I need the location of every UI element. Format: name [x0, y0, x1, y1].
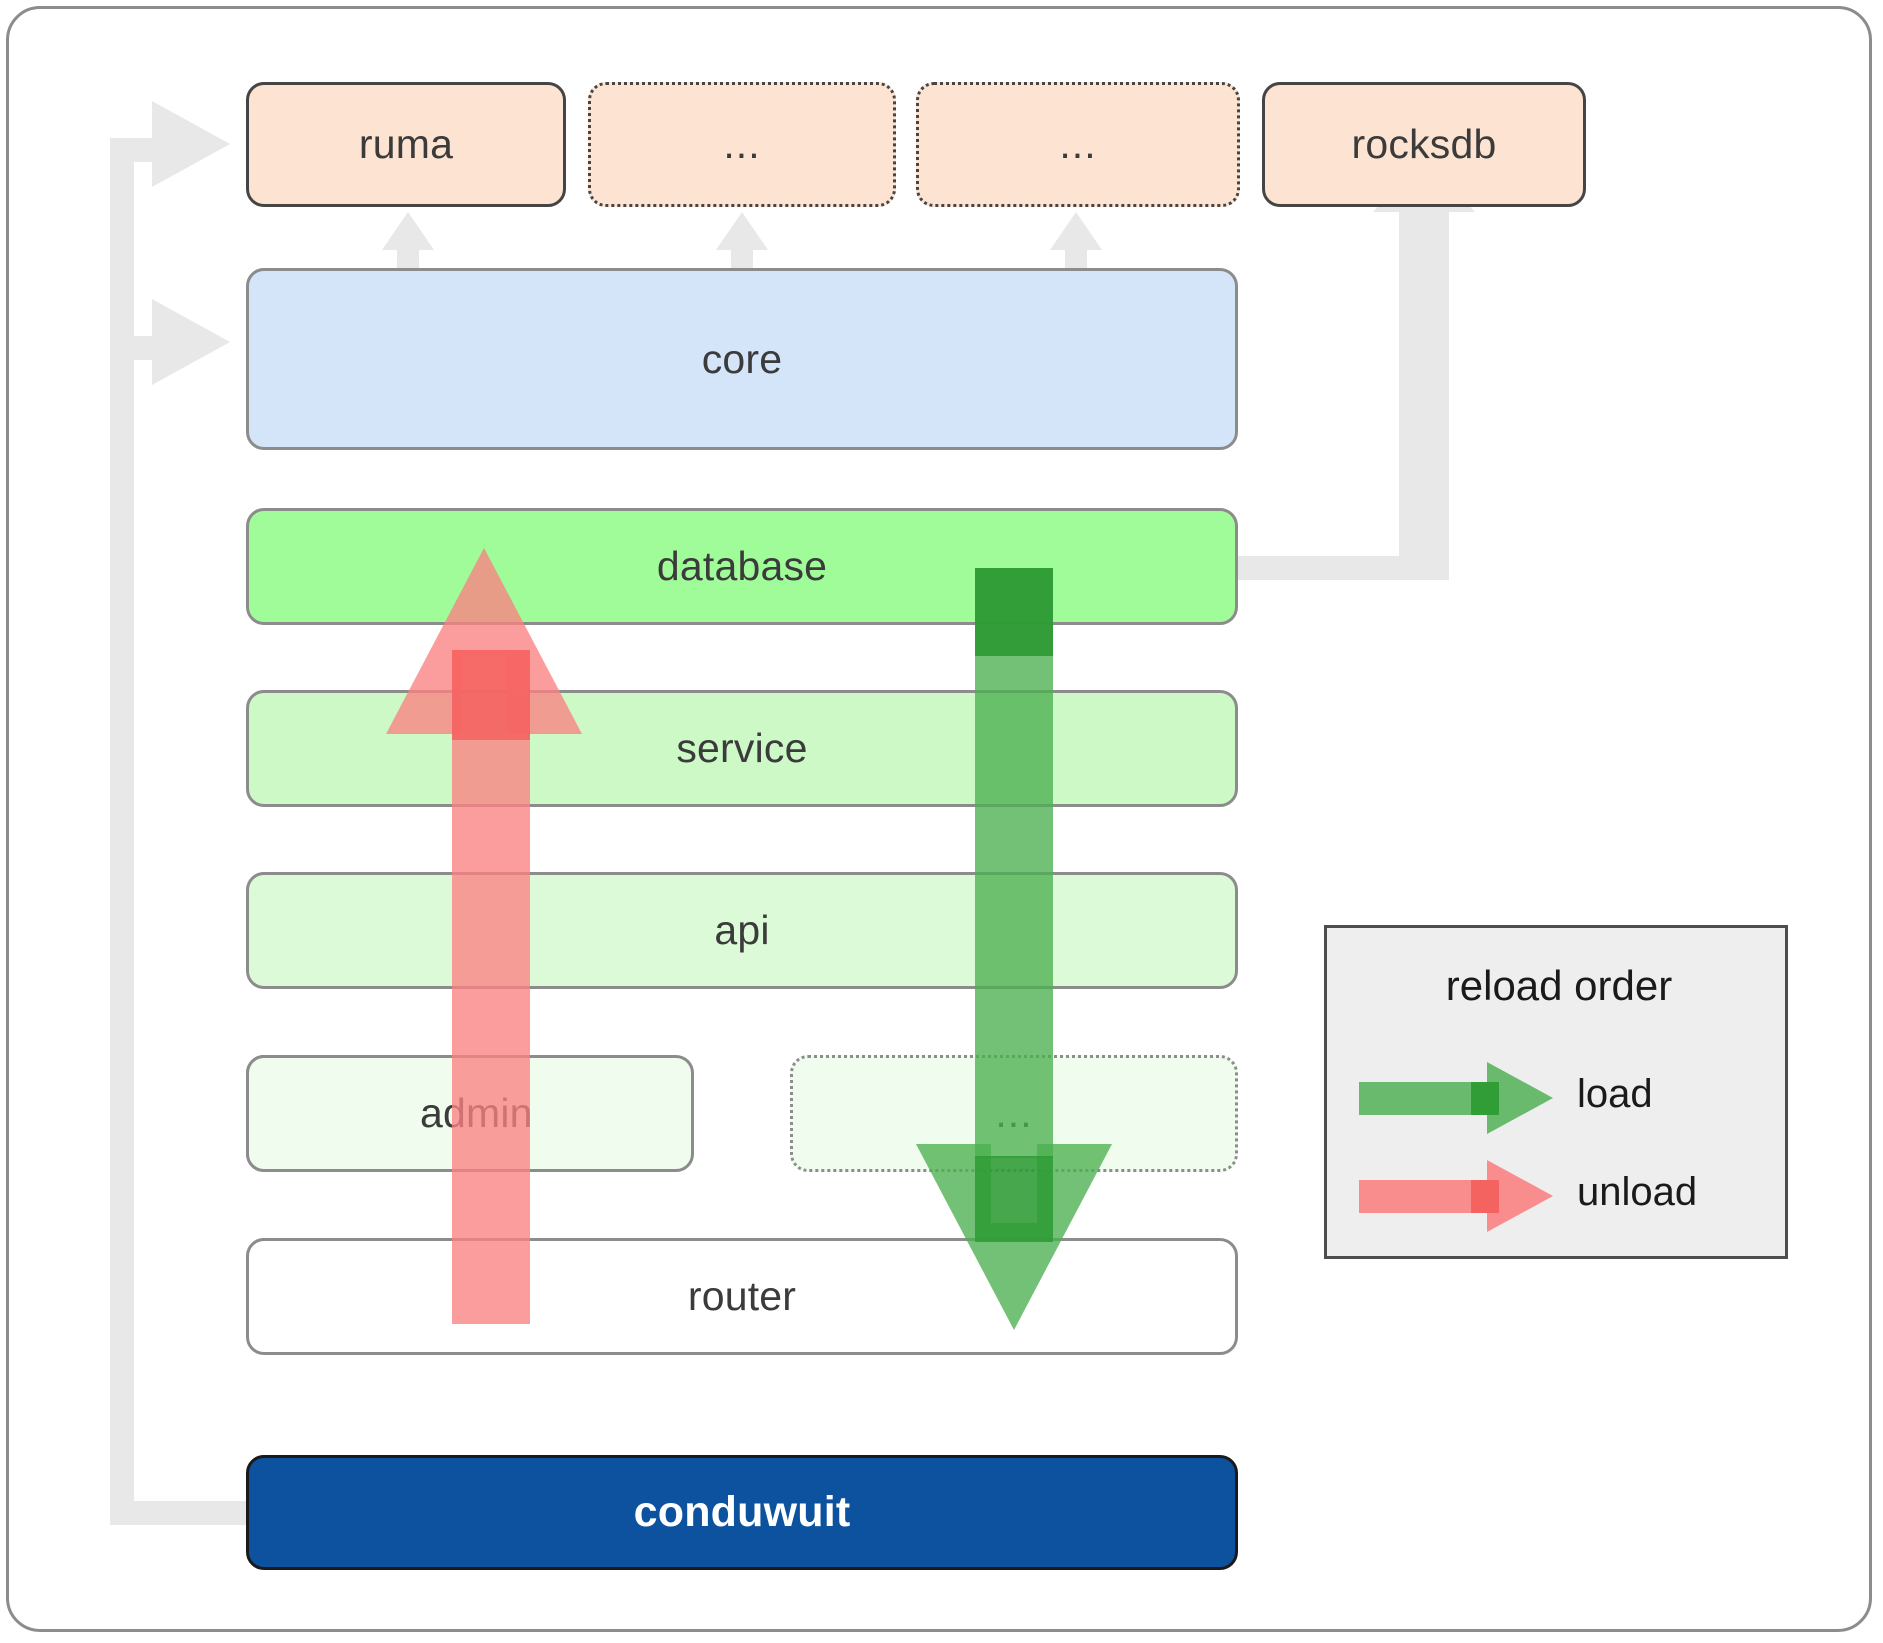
- legend-title: reload order: [1445, 962, 1673, 1009]
- layer-label-core: core: [701, 335, 783, 382]
- legend-panel: reload order load unload: [1324, 925, 1788, 1259]
- dependency-box-stub-2[interactable]: ...: [916, 82, 1240, 207]
- layer-label-service: service: [676, 725, 808, 771]
- connector-left-rail-base: [110, 1501, 248, 1525]
- dependency-box-ruma[interactable]: ruma: [246, 82, 566, 207]
- load-arrow-core-highlight: [975, 568, 1053, 656]
- legend-label-unload: unload: [1577, 1170, 1698, 1214]
- load-arrow-neck-highlight: [975, 1156, 1053, 1242]
- layer-label-api: api: [714, 907, 770, 953]
- app-box-conduwuit[interactable]: conduwuit: [246, 1455, 1238, 1570]
- connector-core-to-dep2: [716, 212, 768, 272]
- legend-label-load: load: [1577, 1072, 1653, 1116]
- legend-row-load: load: [1327, 1058, 1791, 1138]
- connector-conduwuit-to-ruma: [110, 101, 230, 1525]
- load-arrow-group: [916, 568, 1112, 1330]
- dependency-box-stub-1[interactable]: ...: [588, 82, 896, 207]
- dependency-label-stub-1: ...: [723, 121, 761, 167]
- dependency-label-stub-2: ...: [1059, 121, 1097, 167]
- unload-arrow-shaft: [452, 650, 530, 1324]
- unload-arrow-core-highlight: [452, 650, 530, 740]
- layer-label-database: database: [656, 543, 828, 589]
- dependency-label-rocksdb: rocksdb: [1351, 121, 1497, 167]
- connector-core-to-dep3: [1050, 212, 1102, 272]
- dependency-label-ruma: ruma: [358, 121, 454, 167]
- connector-database-to-rocksdb: [1238, 155, 1475, 580]
- unload-arrow-head: [386, 548, 582, 734]
- legend-row-unload: unload: [1327, 1156, 1791, 1236]
- dependency-box-rocksdb[interactable]: rocksdb: [1262, 82, 1586, 207]
- legend-load-arrow-icon: [1359, 1062, 1553, 1134]
- connector-core-to-ruma: [382, 212, 434, 272]
- gray-connectors: [110, 101, 1475, 1525]
- layer-box-router[interactable]: router: [246, 1238, 1238, 1355]
- layer-box-api[interactable]: api: [246, 872, 1238, 989]
- load-arrow-shaft: [975, 568, 1053, 1158]
- legend-unload-arrow-icon: [1359, 1160, 1553, 1232]
- unload-arrow-group: [386, 548, 582, 1324]
- app-label-conduwuit: conduwuit: [633, 1488, 851, 1536]
- layer-label-router: router: [687, 1273, 797, 1319]
- layer-box-database[interactable]: database: [246, 508, 1238, 625]
- connector-conduwuit-to-core: [134, 299, 230, 385]
- layer-box-core[interactable]: core: [246, 268, 1238, 450]
